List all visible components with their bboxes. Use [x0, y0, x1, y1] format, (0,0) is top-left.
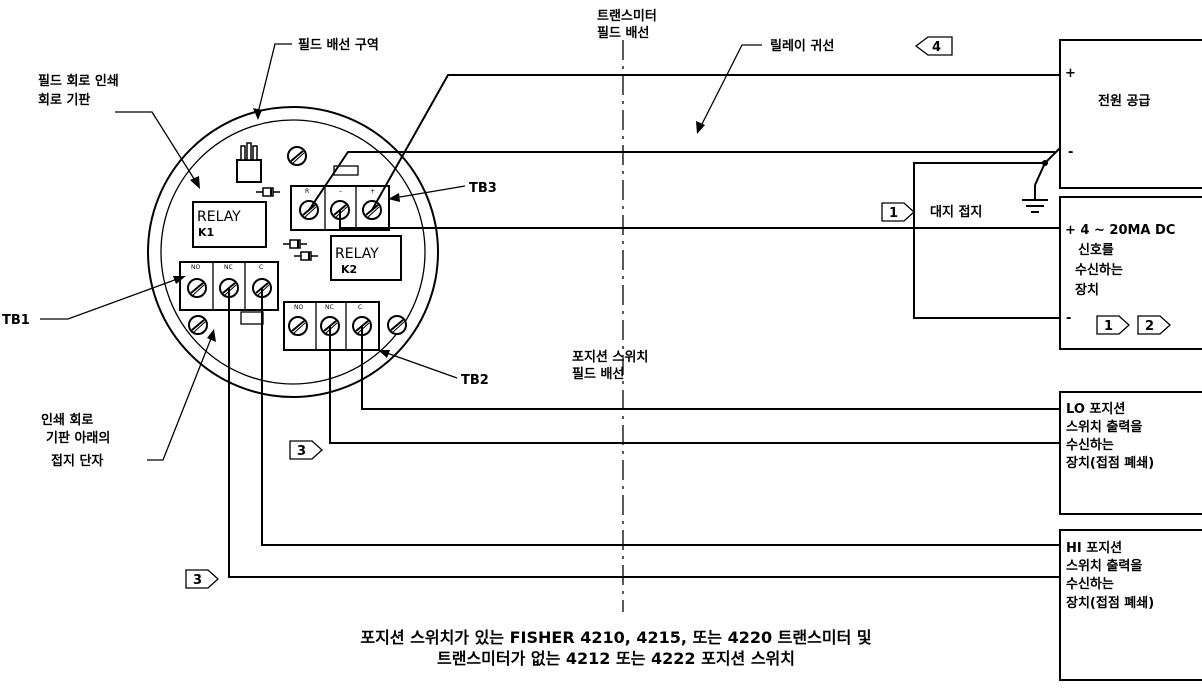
label-position-switch-wiring-2: 필드 배선	[572, 366, 624, 382]
note-flag-3b: 3	[185, 569, 219, 589]
lo-switch-line1: LO 포지션	[1066, 402, 1125, 417]
label-tb2: TB2	[461, 373, 489, 388]
wire-plus-to-power	[371, 74, 1060, 211]
tb3-mark-plus: +	[370, 188, 375, 195]
hi-switch-line3: 수신하는	[1066, 576, 1114, 592]
jumper-block	[240, 311, 264, 325]
wire-lo-nc	[329, 326, 1060, 444]
label-ground-terminal-2: 기판 아래의	[46, 430, 110, 446]
diode-1	[255, 187, 281, 197]
label-field-wiring-area: 필드 배선 구역	[298, 37, 379, 53]
label-tb3: TB3	[469, 181, 497, 196]
wire-lo-c	[361, 326, 1060, 410]
relay-k1	[192, 201, 267, 248]
signal-receiver-line3: 수신하는	[1075, 262, 1123, 278]
power-supply-box	[1059, 39, 1202, 189]
label-pcb-1: 필드 회로 인쇄	[38, 73, 119, 89]
tb2-mark-c: C	[358, 304, 362, 311]
leader-relay-return	[696, 44, 762, 134]
note-flag-1a: 1	[881, 202, 915, 222]
wire-ground-path	[1034, 147, 1061, 186]
relay-k1-label: RELAY	[197, 209, 241, 225]
lo-switch-line3: 수신하는	[1066, 437, 1114, 453]
leader-pcb	[115, 111, 200, 189]
label-ground-terminal-1: 인쇄 회로	[41, 412, 93, 428]
relay-k1-id: K1	[198, 226, 214, 239]
svg-text:3: 3	[193, 573, 202, 588]
label-pcb-2: 회로 기판	[38, 92, 90, 108]
svg-text:4: 4	[932, 40, 941, 55]
relay-k2-id: K2	[341, 263, 357, 276]
signal-receiver-line4: 장치	[1075, 282, 1099, 298]
power-supply-plus: +	[1065, 66, 1076, 81]
power-supply-title: 전원 공급	[1098, 93, 1150, 109]
label-transmitter-field-wiring-2: 필드 배선	[597, 25, 649, 41]
label-ground-terminal-3: 접지 단자	[51, 453, 103, 469]
lo-switch-device-box	[1059, 391, 1202, 515]
mount-screw-right	[387, 315, 407, 335]
leader-field-wiring-area	[253, 43, 292, 120]
relay-k2-label: RELAY	[335, 246, 379, 262]
svg-text:1: 1	[889, 206, 898, 221]
mount-screw-left	[188, 315, 208, 335]
leader-tb2	[378, 350, 458, 379]
leader-tb3	[388, 185, 466, 202]
label-transmitter-field-wiring-1: 트랜스미터	[597, 8, 657, 24]
wire-signal-return	[913, 162, 1060, 319]
diode-3	[293, 251, 319, 261]
tb2-mark-no: NO	[294, 304, 303, 311]
tb2-screw-no	[288, 316, 308, 336]
earth-ground-symbol	[1022, 185, 1048, 213]
hi-switch-device-box	[1059, 529, 1202, 681]
label-earth-ground: 대지 접지	[930, 204, 982, 220]
housing-inner	[160, 119, 426, 385]
hi-switch-line4: 장치(접점 폐쇄)	[1066, 595, 1154, 611]
svg-text:3: 3	[297, 444, 306, 459]
leader-ground-terminal	[147, 329, 216, 461]
lo-switch-line4: 장치(접점 폐쇄)	[1066, 455, 1154, 471]
relay-k2	[330, 235, 402, 281]
wire-r-to-power-minus	[308, 151, 1055, 211]
label-relay-return: 릴레이 귀선	[770, 38, 834, 54]
resistor	[333, 165, 359, 176]
tb2-mark-nc: NC	[325, 304, 334, 311]
note-flag-4: 4	[914, 36, 953, 56]
diode-2	[282, 239, 308, 249]
lo-switch-line2: 스위치 출력을	[1066, 419, 1142, 435]
tb1-mark-no: NO	[191, 264, 200, 271]
tb1-mark-c: C	[259, 264, 263, 271]
note-flag-2: 2	[1137, 315, 1171, 335]
note-flag-1b: 1	[1096, 315, 1130, 335]
tb3-mark-r: R	[305, 188, 309, 195]
wire-hi-c	[261, 288, 1060, 546]
caption-line-2: 트랜스미터가 없는 4212 또는 4222 포지션 스위치	[437, 649, 795, 668]
leader-tb1	[40, 276, 186, 320]
power-supply-minus: -	[1068, 145, 1073, 160]
signal-receiver-line1: + 4 ~ 20MA DC	[1065, 223, 1175, 238]
tb1-mark-nc: NC	[224, 264, 233, 271]
hi-switch-line2: 스위치 출력을	[1066, 558, 1142, 574]
label-tb1: TB1	[2, 313, 30, 328]
mount-screw-top	[287, 146, 307, 166]
svg-text:1: 1	[1104, 319, 1113, 334]
svg-text:2: 2	[1145, 319, 1154, 334]
hi-switch-line1: HI 포지션	[1066, 541, 1122, 556]
tb3-mark-minus: –	[339, 188, 342, 195]
ground-junction	[1042, 160, 1048, 166]
label-position-switch-wiring-1: 포지션 스위치	[572, 349, 648, 365]
connector-plug	[236, 142, 262, 183]
wire-hi-nc	[228, 288, 1060, 578]
wire-minus-to-signal	[339, 210, 1060, 229]
signal-receiver-line2: 신호를	[1078, 243, 1114, 258]
caption-line-1: 포지션 스위치가 있는 FISHER 4210, 4215, 또는 4220 트…	[360, 628, 871, 647]
housing-outer	[147, 106, 439, 398]
note-flag-3a: 3	[289, 440, 323, 460]
tb1-screw-no	[187, 278, 207, 298]
signal-receiver-minus: -	[1066, 311, 1071, 326]
signal-receiver-box	[1059, 196, 1202, 350]
